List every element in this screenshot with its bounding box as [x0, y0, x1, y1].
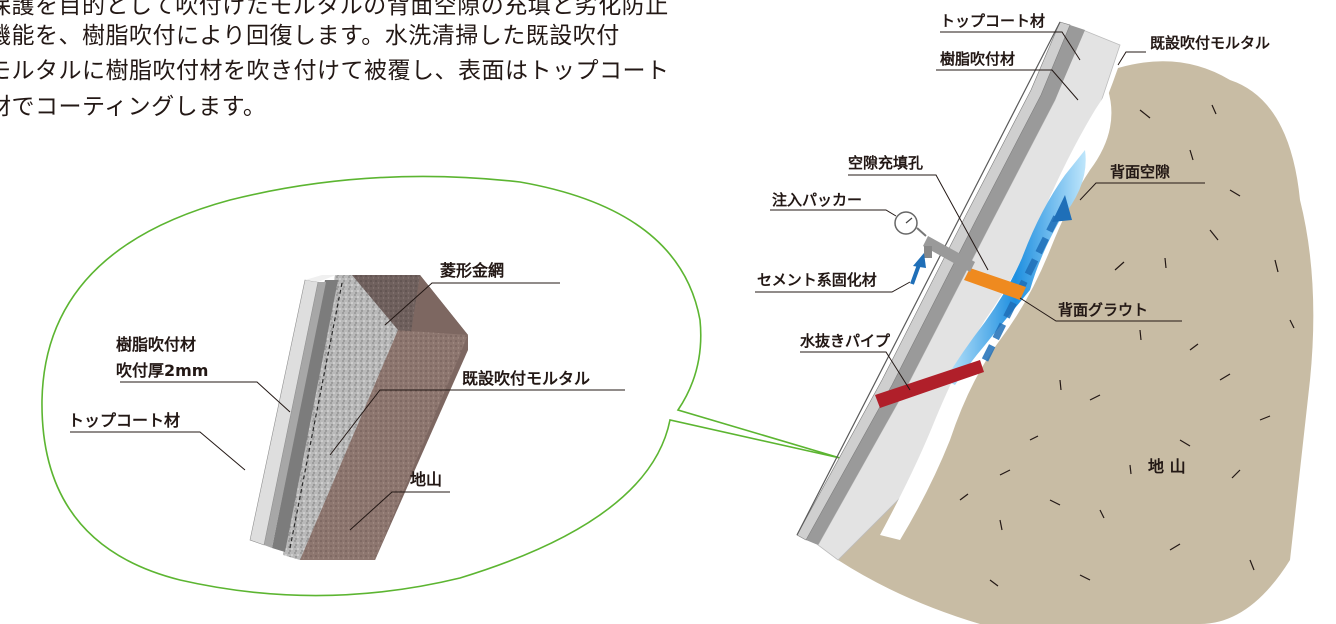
intro-text: 保護を目的として吹付けたモルタルの背面空隙の充填と劣化防止 機能を、樹脂吹付によ…	[0, 0, 700, 130]
label-resin: 樹脂吹付材	[116, 335, 196, 354]
mortar-layer	[283, 275, 398, 560]
label-topcoat: トップコート材	[68, 411, 180, 430]
topcoat-layer	[249, 279, 319, 546]
intro-line: モルタルに樹脂吹付材を吹き付けて被覆し、表面はトップコート	[0, 58, 670, 84]
section-label-grout: 背面グラウト	[1058, 301, 1148, 319]
mortar-band	[817, 29, 1121, 561]
back-grout	[945, 150, 1086, 385]
topcoat-layer-top	[305, 275, 336, 282]
packer-pipe	[923, 236, 975, 272]
label-thickness: 吹付厚2mm	[116, 361, 208, 380]
callout-leaders	[70, 282, 625, 531]
intro-line: 材でコーティングします。	[0, 94, 267, 120]
label-mesh: 菱形金網	[440, 261, 504, 280]
layer-block-3d	[249, 275, 468, 560]
ground-mass	[838, 61, 1314, 624]
section-label-topcoat: トップコート材	[940, 12, 1045, 30]
ground-layer-front	[300, 330, 468, 560]
resin-layer-inner	[264, 282, 326, 548]
section-label-drain: 水抜きパイプ	[800, 332, 891, 350]
section-label-resin: 樹脂吹付材	[940, 50, 1015, 68]
resin-layer	[272, 280, 338, 552]
topcoat-band	[796, 21, 1071, 541]
resin-band	[806, 25, 1085, 545]
ground-texture-marks	[959, 104, 1295, 587]
fill-hole	[964, 268, 1026, 300]
section-label-fill-hole: 空隙充填孔	[848, 154, 923, 172]
drain-pipe	[875, 360, 984, 408]
mesh-line	[289, 282, 343, 549]
intro-line: 保護を目的として吹付けたモルタルの背面空隙の充填と劣化防止	[0, 0, 669, 19]
label-mortar: 既設吹付モルタル	[462, 369, 590, 388]
section-label-mortar: 既設吹付モルタル	[1150, 34, 1270, 52]
fill-hole-assembly	[894, 211, 1026, 300]
section-leaders	[755, 31, 1205, 391]
section-label-back-void: 背面空隙	[1110, 163, 1170, 181]
grout-flow-arrow	[981, 195, 1072, 362]
section-label-packer: 注入パッカー	[772, 191, 862, 209]
section-label-ground: 地 山	[1148, 457, 1186, 476]
section-label-cement: セメント系固化材	[757, 271, 877, 289]
cement-arrow	[910, 253, 926, 285]
label-ground: 地山	[410, 470, 442, 489]
intro-line: 機能を、樹脂吹付により回復します。水洗清掃した既設吹付	[0, 23, 620, 49]
cross-section	[796, 21, 1314, 624]
